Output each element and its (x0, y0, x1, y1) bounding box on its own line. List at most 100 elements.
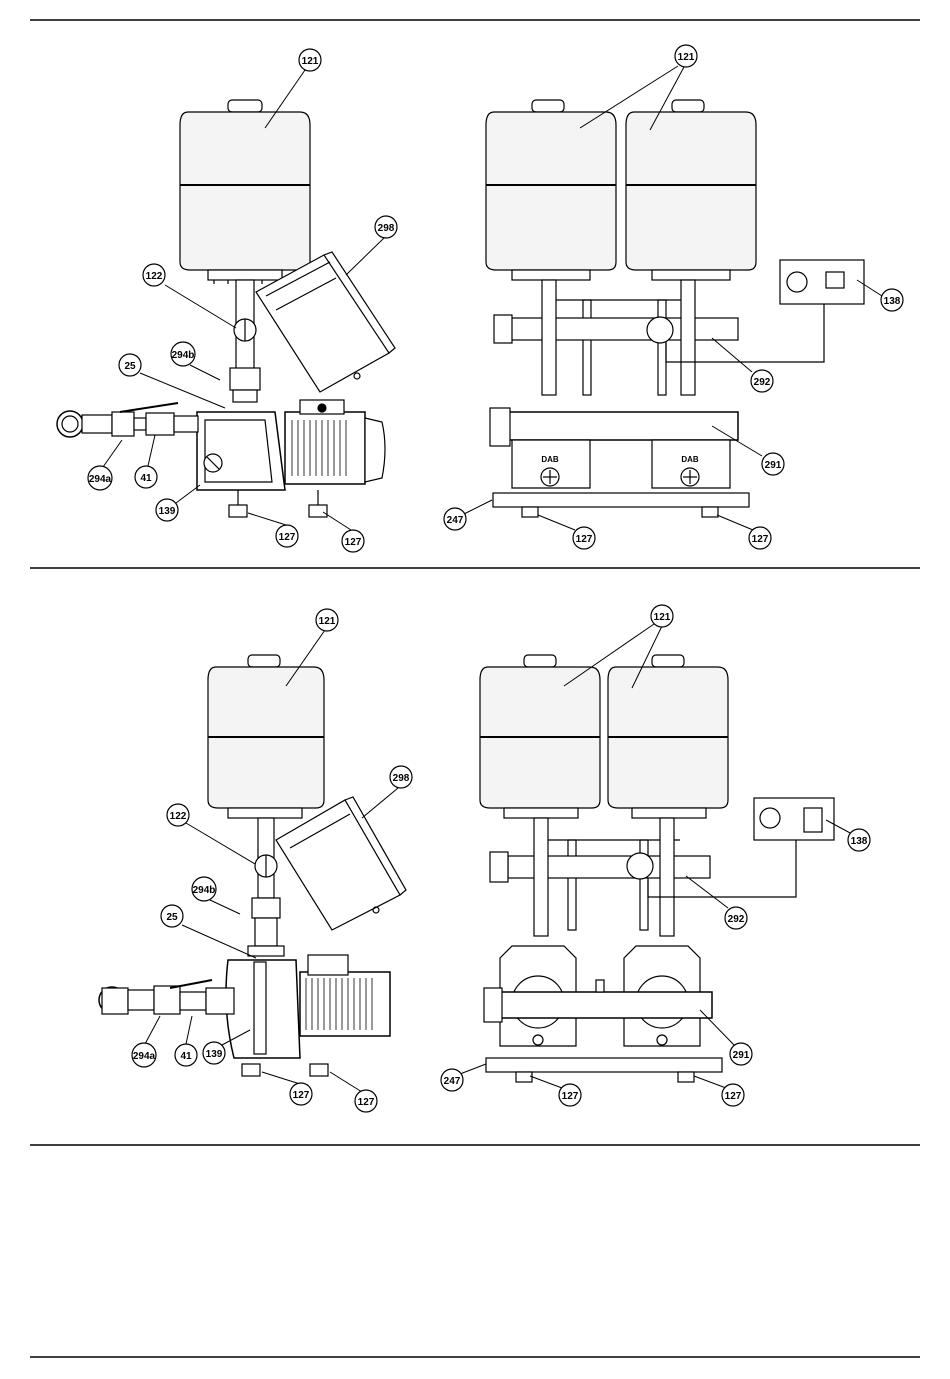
svg-text:25: 25 (124, 361, 136, 372)
callout-121: 121 (316, 609, 338, 631)
callout-127: 127 (276, 525, 298, 547)
callout-122: 122 (143, 264, 165, 286)
foot (516, 1072, 532, 1082)
callout-291: 291 (730, 1043, 752, 1065)
expansion-tank (608, 655, 728, 818)
svg-text:294b: 294b (172, 350, 195, 361)
svg-text:291: 291 (733, 1050, 750, 1061)
svg-text:298: 298 (378, 223, 395, 234)
pump-body (197, 412, 285, 490)
svg-text:291: 291 (765, 460, 782, 471)
callout-292: 292 (751, 370, 773, 392)
svg-text:292: 292 (728, 914, 745, 925)
svg-text:247: 247 (444, 1076, 461, 1087)
twin-pump-unit-bottom (480, 655, 834, 1082)
callout-122: 122 (167, 804, 189, 826)
callout-127: 127 (749, 527, 771, 549)
pump-body (226, 960, 300, 1058)
svg-text:138: 138 (851, 836, 868, 847)
callout-127: 127 (290, 1083, 312, 1105)
svg-text:122: 122 (146, 271, 163, 282)
callout-138: 138 (848, 829, 870, 851)
svg-text:139: 139 (206, 1049, 223, 1060)
callout-127: 127 (573, 527, 595, 549)
svg-text:294a: 294a (133, 1051, 156, 1062)
callout-139: 139 (203, 1042, 225, 1064)
svg-text:121: 121 (654, 612, 671, 623)
svg-text:294b: 294b (193, 885, 216, 896)
foot (229, 505, 247, 517)
pump-brand-label: DAB (541, 455, 559, 464)
expansion-tank (208, 655, 324, 818)
callout-294a: 294a (88, 466, 112, 490)
callout-247: 247 (444, 508, 466, 530)
callout-121: 121 (299, 49, 321, 71)
callout-41: 41 (175, 1044, 197, 1066)
callout-294b: 294b (171, 342, 195, 366)
inlet-assembly (99, 980, 234, 1014)
expansion-tank (486, 100, 616, 280)
callout-294b: 294b (192, 877, 216, 901)
pump-head: DAB (652, 440, 730, 488)
callout-247: 247 (441, 1069, 463, 1091)
callout-298: 298 (390, 766, 412, 788)
callout-127: 127 (559, 1084, 581, 1106)
svg-text:127: 127 (752, 534, 769, 545)
svg-text:121: 121 (302, 56, 319, 67)
svg-text:138: 138 (884, 296, 901, 307)
svg-text:25: 25 (166, 912, 178, 923)
svg-text:127: 127 (725, 1091, 742, 1102)
callout-121: 121 (651, 605, 673, 627)
callout-25: 25 (161, 905, 183, 927)
single-pump-unit-top (57, 100, 395, 517)
svg-text:122: 122 (170, 811, 187, 822)
foot (242, 1064, 260, 1076)
callout-41: 41 (135, 466, 157, 488)
callout-127: 127 (355, 1090, 377, 1112)
pump-brand-label: DAB (681, 455, 699, 464)
motor (285, 400, 385, 484)
pump-head: DAB (512, 440, 590, 488)
svg-text:294a: 294a (89, 474, 112, 485)
foot (678, 1072, 694, 1082)
svg-text:127: 127 (293, 1090, 310, 1101)
svg-text:139: 139 (159, 506, 176, 517)
svg-text:121: 121 (319, 616, 336, 627)
svg-text:298: 298 (393, 773, 410, 784)
callout-298: 298 (375, 216, 397, 238)
twin-pump-unit-top: DAB DAB (486, 100, 864, 517)
callout-294a: 294a (132, 1043, 156, 1067)
callout-25: 25 (119, 354, 141, 376)
motor (300, 955, 390, 1036)
lower-manifold (500, 992, 712, 1018)
svg-text:127: 127 (279, 532, 296, 543)
svg-text:127: 127 (345, 537, 362, 548)
svg-text:247: 247 (447, 515, 464, 526)
inlet-assembly (57, 403, 198, 437)
expansion-tank (626, 100, 756, 280)
foot (309, 505, 327, 517)
svg-text:292: 292 (754, 377, 771, 388)
lower-manifold (508, 412, 738, 440)
svg-text:41: 41 (180, 1051, 192, 1062)
svg-text:127: 127 (576, 534, 593, 545)
svg-text:127: 127 (562, 1091, 579, 1102)
single-pump-unit-bottom (99, 655, 406, 1076)
callout-138: 138 (881, 289, 903, 311)
base-frame (493, 493, 749, 507)
foot (310, 1064, 328, 1076)
callout-121: 121 (675, 45, 697, 67)
callout-139: 139 (156, 499, 178, 521)
base-frame (486, 1058, 722, 1072)
expansion-tank (180, 100, 310, 284)
expansion-tank (480, 655, 600, 818)
callout-291: 291 (762, 453, 784, 475)
svg-text:121: 121 (678, 52, 695, 63)
svg-text:127: 127 (358, 1097, 375, 1108)
callout-127: 127 (722, 1084, 744, 1106)
callout-127: 127 (342, 530, 364, 552)
svg-text:41: 41 (140, 473, 152, 484)
callout-292: 292 (725, 907, 747, 929)
foot (702, 507, 718, 517)
